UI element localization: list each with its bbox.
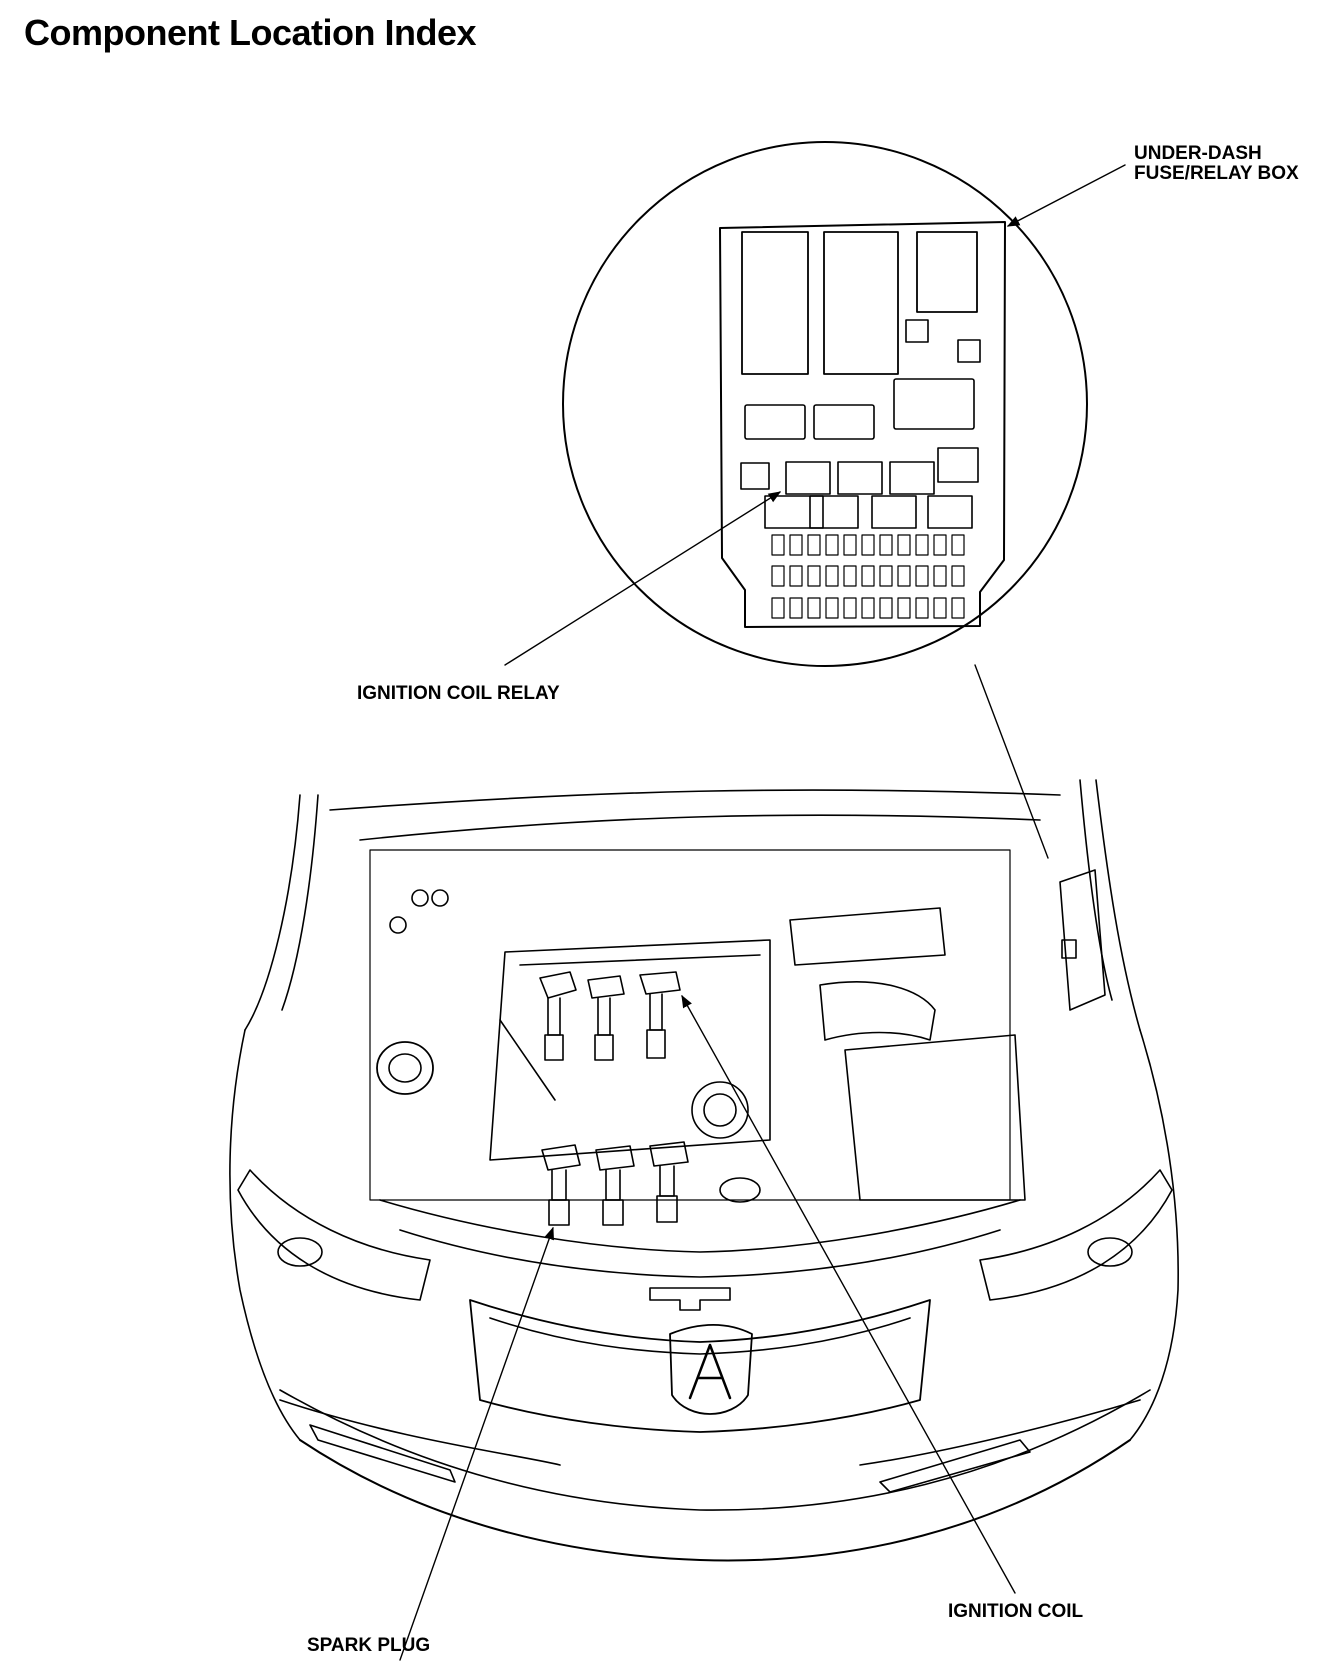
ignition-coil: [540, 972, 576, 1060]
ignition-coils-top-row: [540, 972, 680, 1060]
fuse-box-label-line2: FUSE/RELAY BOX: [1134, 163, 1299, 184]
fuse-grid: [772, 535, 964, 618]
ignition-coil: [640, 972, 680, 1058]
spark-plug-label: SPARK PLUG: [307, 1635, 431, 1656]
spark-plug-leader: [400, 1226, 554, 1660]
spark-plug: [650, 1142, 688, 1222]
ignition-coil-label: IGNITION COIL: [948, 1601, 1084, 1622]
ignition-coils-bottom-row: [542, 1142, 688, 1225]
vehicle-front-view: [230, 780, 1178, 1560]
fuse-box-leader: [1006, 165, 1125, 226]
detail-circle: [563, 142, 1087, 666]
fuse-relay-box: [720, 222, 1005, 627]
ignition-coil: [588, 976, 624, 1060]
acura-logo: [670, 1325, 752, 1414]
ignition-coil-leader: [682, 994, 1015, 1593]
ignition-coil-relay-leader: [505, 492, 782, 665]
ignition-coil-relay-label: IGNITION COIL RELAY: [357, 683, 560, 704]
leader-lines: [400, 165, 1125, 1660]
fuse-box-label-line1: UNDER-DASH: [1134, 143, 1262, 164]
spark-plug: [596, 1146, 634, 1225]
fuse-box-callout: UNDER-DASH FUSE/RELAY BOX: [1134, 144, 1299, 184]
detail-to-vehicle-leader: [975, 665, 1048, 858]
page-title: Component Location Index: [24, 12, 477, 53]
spark-plug: [542, 1145, 580, 1225]
